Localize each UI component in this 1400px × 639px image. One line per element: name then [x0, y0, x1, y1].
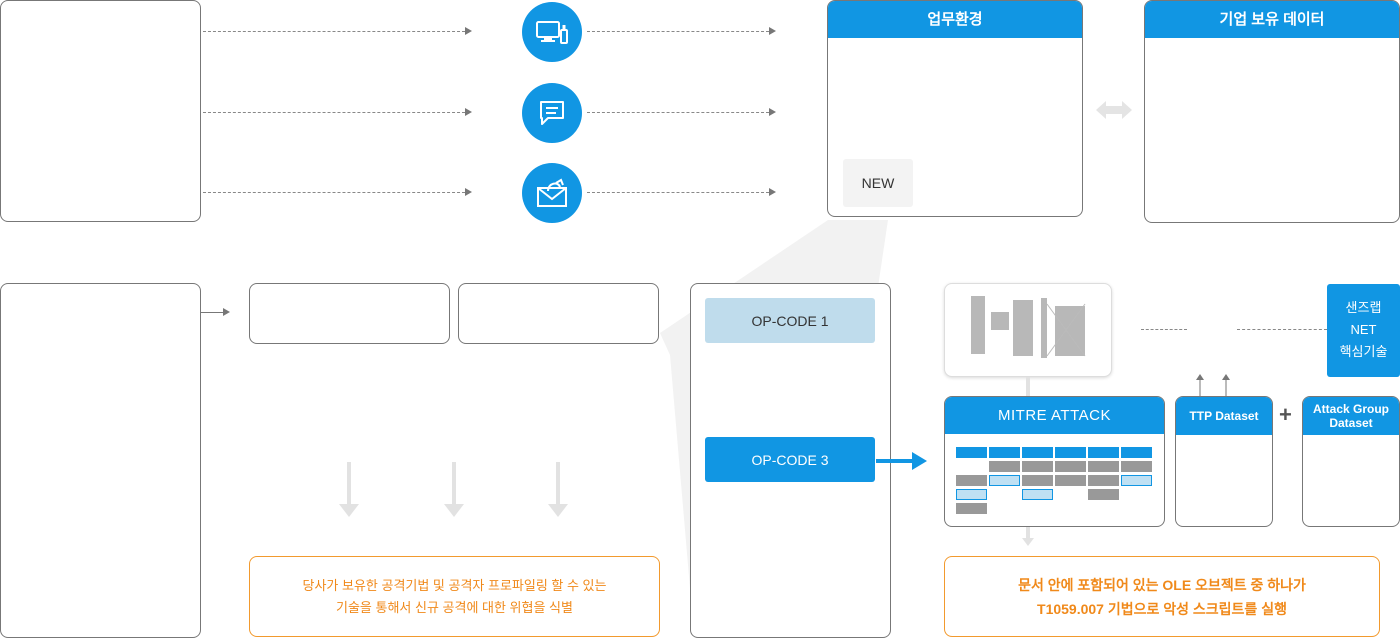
matrix-cell: [989, 475, 1020, 486]
mitre-to-note-arrow: [1022, 527, 1034, 546]
attack-graph-thumbnail: [944, 283, 1112, 377]
down-arrow-2: [444, 462, 464, 517]
ttp-dataset-title: TTP Dataset: [1176, 397, 1272, 435]
ttp-dataset-panel: TTP Dataset: [1175, 396, 1273, 527]
analysis-box-2: [458, 283, 659, 344]
monitor-usb-icon: [522, 2, 582, 62]
analysis-box-1: [249, 283, 450, 344]
thumbnail-connector: [1026, 377, 1030, 397]
matrix-cell: [956, 503, 987, 514]
sandlab-line-3: 핵심기술: [1339, 344, 1388, 359]
source-box-top: [0, 0, 201, 222]
flow-line-1a: [203, 31, 465, 32]
matrix-cell: [956, 475, 987, 486]
threat-note-line-2: 기술을 통해서 신규 공격에 대한 위협을 식별: [336, 599, 573, 615]
matrix-cell: [1055, 461, 1086, 472]
bidirectional-arrow-icon: [1096, 101, 1132, 119]
flow-arrowhead-1b: [769, 27, 776, 35]
sandlab-line-2: NET: [1350, 322, 1377, 337]
flow-arrowhead-3a: [465, 188, 472, 196]
email-attachment-icon: [522, 163, 582, 223]
threat-identification-note: 당사가 보유한 공격기법 및 공격자 프로파일링 할 수 있는 기술을 통해서 …: [249, 556, 660, 637]
matrix-cell: [1022, 489, 1053, 500]
source-box-bottom: [0, 283, 201, 638]
new-badge: NEW: [843, 159, 913, 207]
flow-arrowhead-2a: [465, 108, 472, 116]
flow-line-3a: [203, 192, 465, 193]
matrix-cell: [1022, 447, 1053, 458]
work-environment-title: 업무환경: [828, 1, 1082, 38]
matrix-cell: [1088, 461, 1119, 472]
flow-arrowhead-1a: [465, 27, 472, 35]
company-data-title: 기업 보유 데이터: [1145, 1, 1399, 38]
matrix-cell: [989, 447, 1020, 458]
matrix-cell: [1022, 475, 1053, 486]
matrix-cell: [1121, 475, 1152, 486]
matrix-cell: [989, 461, 1020, 472]
flow-line-bottom: [201, 312, 223, 313]
flow-arrowhead-bottom: [223, 308, 230, 316]
flow-line-2a: [203, 112, 465, 113]
matrix-cell: [956, 447, 987, 458]
matrix-cell: [1088, 489, 1119, 500]
sandlab-core-tech-badge: 샌즈랩 NET 핵심기술: [1327, 284, 1400, 377]
sandlab-dash-left: [1141, 329, 1187, 330]
matrix-cell: [1121, 447, 1152, 458]
matrix-cell: [1055, 447, 1086, 458]
ole-note-line-2: T1059.007 기법으로 악성 스크립트를 실행: [1037, 600, 1287, 617]
up-arrow-1: [1196, 374, 1204, 396]
plus-sign: +: [1279, 402, 1292, 427]
ole-note-line-1: 문서 안에 포함되어 있는 OLE 오브젝트 중 하나가: [1018, 576, 1306, 593]
up-arrow-2: [1222, 374, 1230, 396]
flow-line-3b: [587, 192, 769, 193]
down-arrow-1: [339, 462, 359, 517]
ole-technique-note: 문서 안에 포함되어 있는 OLE 오브젝트 중 하나가 T1059.007 기…: [944, 556, 1380, 637]
company-data-panel: 기업 보유 데이터: [1144, 0, 1400, 223]
flow-line-1b: [587, 31, 769, 32]
mitre-attack-title: MITRE ATTACK: [945, 397, 1164, 434]
funnel-shading: [660, 220, 888, 635]
opcode-1-block: OP-CODE 1: [705, 298, 875, 343]
graph-preview-icon: [971, 296, 1086, 358]
sandlab-dash-right: [1237, 329, 1327, 330]
flow-arrowhead-2b: [769, 108, 776, 116]
matrix-cell: [1022, 461, 1053, 472]
sandlab-line-1: 샌즈랩: [1345, 300, 1382, 315]
threat-note-line-1: 당사가 보유한 공격기법 및 공격자 프로파일링 할 수 있는: [302, 577, 607, 593]
chat-message-icon: [522, 83, 582, 143]
flow-line-2b: [587, 112, 769, 113]
matrix-cell: [1121, 461, 1152, 472]
attack-group-dataset-title: Attack Group Dataset: [1303, 397, 1399, 435]
opcode-3-block: OP-CODE 3: [705, 437, 875, 482]
matrix-cell: [956, 489, 987, 500]
opcode-to-mitre-arrow: [876, 452, 927, 470]
flow-arrowhead-3b: [769, 188, 776, 196]
down-arrow-3: [548, 462, 568, 517]
matrix-cell: [1055, 475, 1086, 486]
attack-group-dataset-panel: Attack Group Dataset: [1302, 396, 1400, 527]
matrix-cell: [1088, 475, 1119, 486]
matrix-cell: [1088, 447, 1119, 458]
